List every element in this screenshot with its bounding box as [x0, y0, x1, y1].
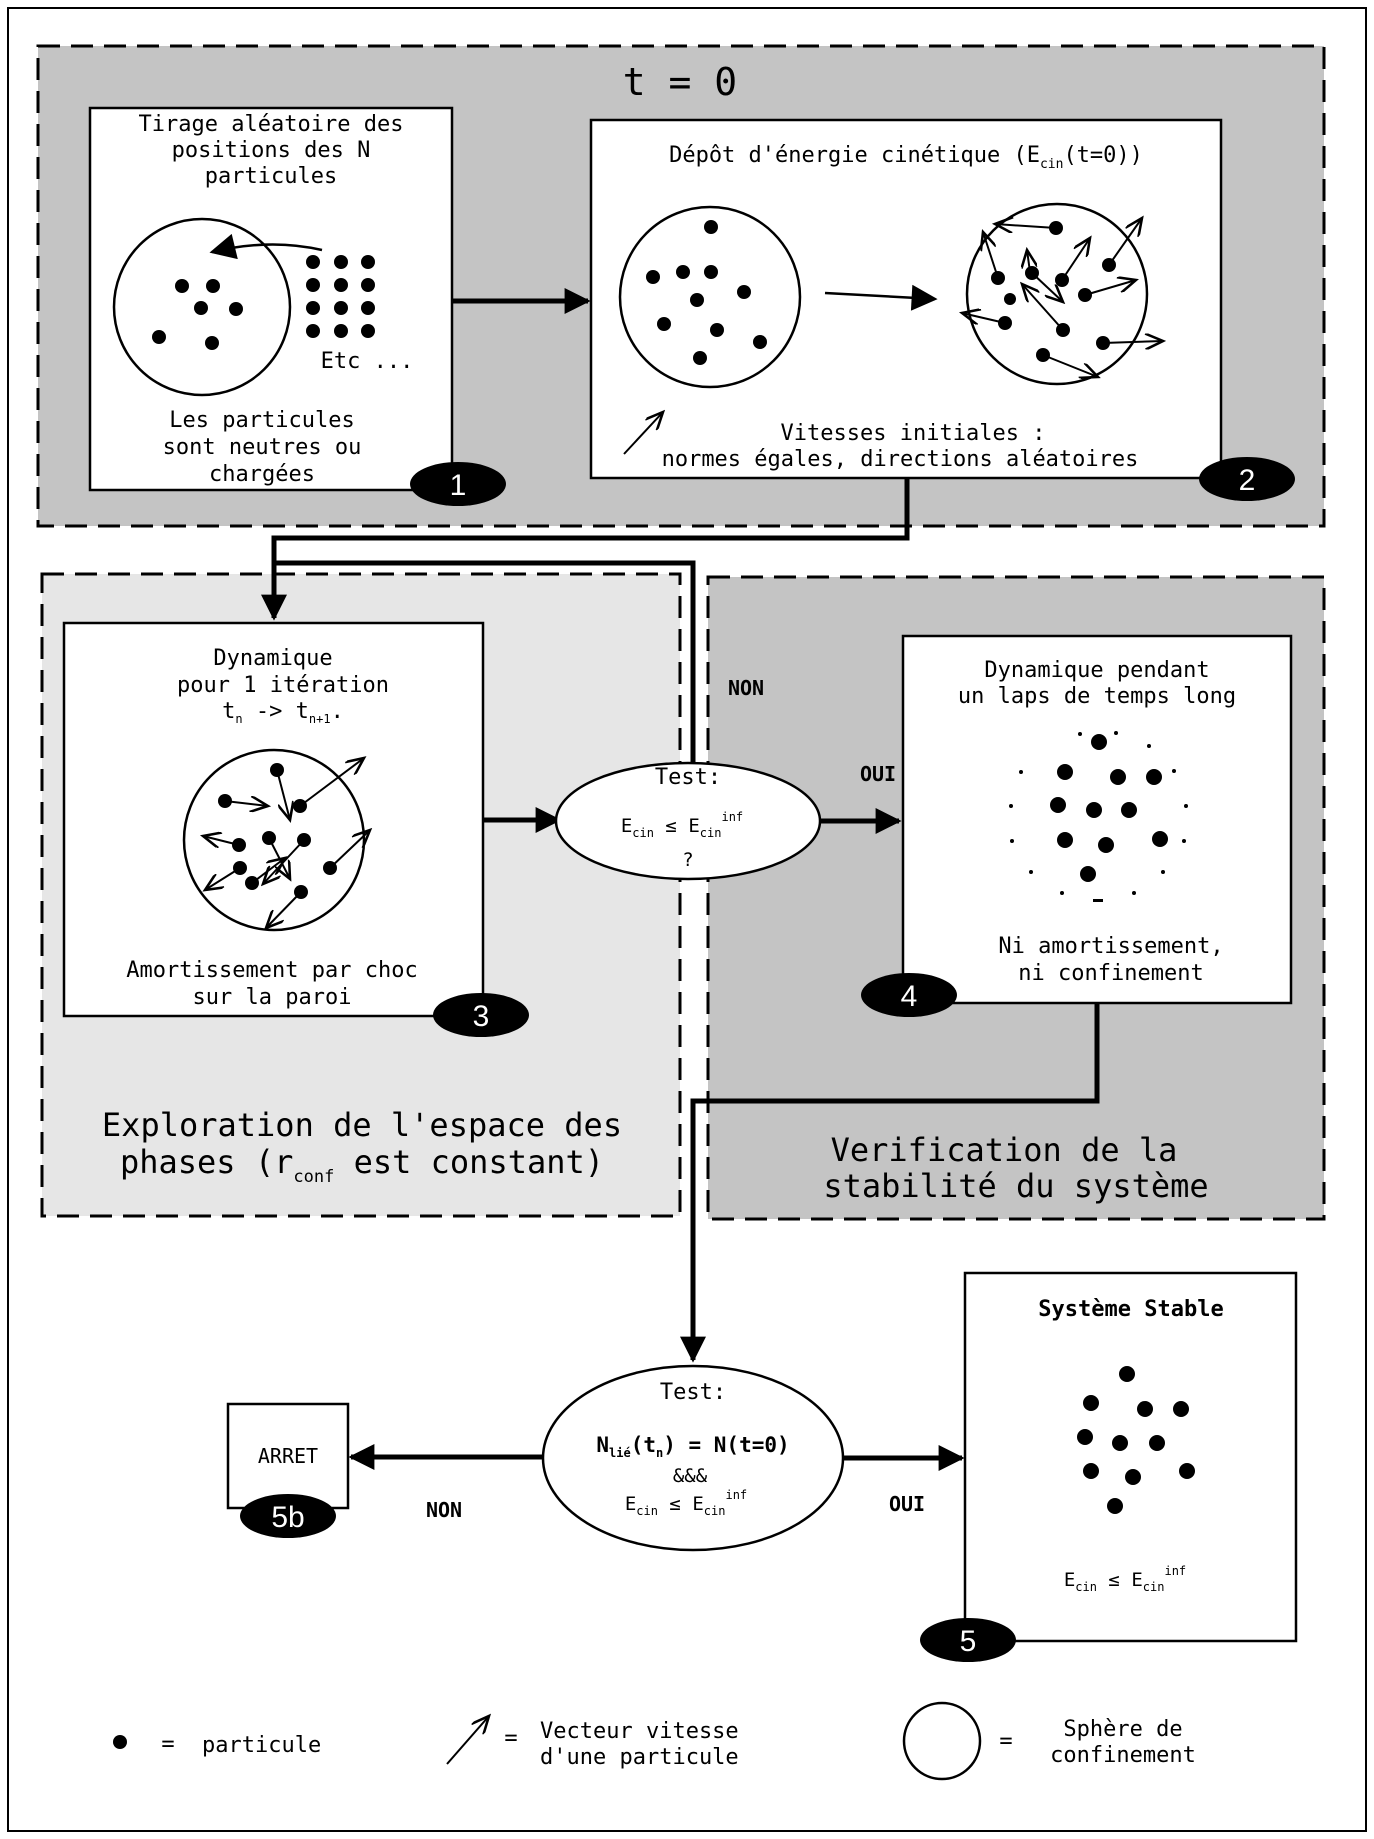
badge-5b-label: 5b — [271, 1501, 304, 1534]
transition-arrow — [824, 284, 938, 311]
particle-group — [1077, 1366, 1195, 1514]
exploration-caption-line2: phases (rconf est constant) — [120, 1143, 604, 1187]
badge-2 — [1199, 457, 1295, 501]
badge-3-label: 3 — [473, 1000, 490, 1033]
box-3: Dynamique pour 1 itération tn -> tn+1. A… — [62, 621, 529, 1037]
test-1: Test: Ecin ≤ Ecininf ? — [554, 761, 822, 881]
test1-condition: Ecin ≤ Ecininf — [621, 810, 743, 840]
box1-title-line3: particules — [205, 164, 337, 189]
box4-title-line2: un laps de temps long — [958, 684, 1236, 709]
connector-4-to-test2 — [680, 1003, 1100, 1363]
vector-icon — [446, 1716, 489, 1765]
legend-vector-line2: d'une particule — [540, 1745, 739, 1770]
particle-icon — [113, 1735, 127, 1749]
legend-particle-label: particule — [202, 1733, 321, 1758]
box3-title-line1: Dynamique — [213, 646, 332, 671]
velocity-vectors — [962, 218, 1163, 377]
box4-footer-line1: Ni amortissement, — [998, 934, 1223, 959]
test2-line1: Nlié(tn) = N(t=0) — [596, 1433, 789, 1460]
box5-condition: Ecin ≤ Ecininf — [1064, 1564, 1186, 1594]
test1-yes-label: OUI — [860, 762, 896, 786]
test-2: Test: Nlié(tn) = N(t=0) &&& Ecin ≤ Ecini… — [541, 1364, 845, 1552]
badge-5b — [240, 1494, 336, 1538]
legend-sphere-eq: = — [999, 1729, 1012, 1754]
particle-group — [991, 221, 1116, 362]
legend-sphere-line1: Sphère de — [1063, 1717, 1182, 1742]
legend-vector-line1: Vecteur vitesse — [540, 1719, 739, 1744]
test2-yes-label: OUI — [889, 1492, 925, 1516]
vector-icon — [623, 412, 663, 455]
box1-etc: Etc ... — [321, 349, 414, 374]
box2-footer-line1: Vitesses initiales : — [781, 421, 1046, 446]
box-4: Dynamique pendant un laps de temps long … — [861, 634, 1293, 1017]
box3-footer-line1: Amortissement par choc — [126, 958, 417, 983]
badge-4-label: 4 — [901, 980, 918, 1013]
arret-box: ARRET 5b — [226, 1402, 350, 1538]
box4-title-line1: Dynamique pendant — [984, 658, 1209, 683]
badge-1-label: 1 — [450, 469, 467, 502]
badge-4 — [861, 973, 957, 1017]
verification-caption-line1: Verification de la — [831, 1131, 1178, 1169]
box2-footer-line2: normes égales, directions aléatoires — [662, 447, 1139, 472]
particle-group — [646, 220, 767, 365]
sphere-icon — [902, 1701, 982, 1781]
exploration-caption-line1: Exploration de l'espace des — [102, 1106, 622, 1144]
box-5: Système Stable Ecin ≤ Ecininf 5 — [920, 1271, 1298, 1662]
particle-group — [1050, 734, 1168, 882]
arret-label: ARRET — [258, 1444, 318, 1468]
badge-5 — [920, 1618, 1016, 1662]
box-1: Tirage aléatoire des positions des N par… — [88, 106, 506, 506]
badge-1 — [410, 462, 506, 506]
particle-grid — [306, 255, 375, 338]
test2-condition: Ecin ≤ Ecininf — [625, 1488, 747, 1518]
box5-title: Système Stable — [1038, 1297, 1223, 1322]
scattered-dots — [1009, 731, 1188, 902]
connector-2-to-3 — [261, 478, 910, 621]
box-2: Dépôt d'énergie cinétique (Ecin(t=0)) — [589, 118, 1295, 501]
connector-non-return — [274, 560, 696, 774]
box1-footer-line1: Les particules — [169, 408, 354, 433]
verification-caption-line2: stabilité du système — [823, 1167, 1208, 1205]
box3-title-line3: tn -> tn+1. — [222, 699, 344, 726]
box3-footer-line2: sur la paroi — [193, 985, 352, 1010]
test2-title: Test: — [660, 1380, 726, 1405]
box1-title-line1: Tirage aléatoire des — [139, 112, 404, 137]
test1-no-label: NON — [728, 676, 764, 700]
badge-2-label: 2 — [1239, 464, 1256, 497]
box2-title: Dépôt d'énergie cinétique (Ecin(t=0)) — [669, 143, 1143, 172]
placement-arrow — [209, 233, 323, 260]
box1-title-line2: positions des N — [172, 138, 371, 163]
legend-sphere-line2: confinement — [1050, 1743, 1196, 1768]
t0-title: t = 0 — [623, 60, 737, 104]
test1-title: Test: — [655, 765, 721, 790]
box3-title-line2: pour 1 itération — [177, 673, 389, 698]
legend-particle-eq: = — [161, 1732, 174, 1757]
box1-footer-line2: sont neutres ou — [163, 435, 362, 460]
box1-footer-line3: chargées — [209, 462, 315, 487]
particle-group — [218, 763, 337, 899]
legend-vector-eq: = — [504, 1726, 517, 1751]
box4-footer-line2: ni confinement — [1018, 961, 1203, 986]
badge-3 — [433, 993, 529, 1037]
test2-line2: &&& — [673, 1465, 708, 1487]
sphere-icon — [618, 205, 802, 389]
particle-group — [152, 279, 243, 350]
badge-5-label: 5 — [960, 1625, 977, 1658]
test2-no-label: NON — [426, 1498, 462, 1522]
legend: = particule = Vecteur vitesse d'une part… — [113, 1701, 1196, 1781]
test1-question: ? — [682, 849, 693, 871]
